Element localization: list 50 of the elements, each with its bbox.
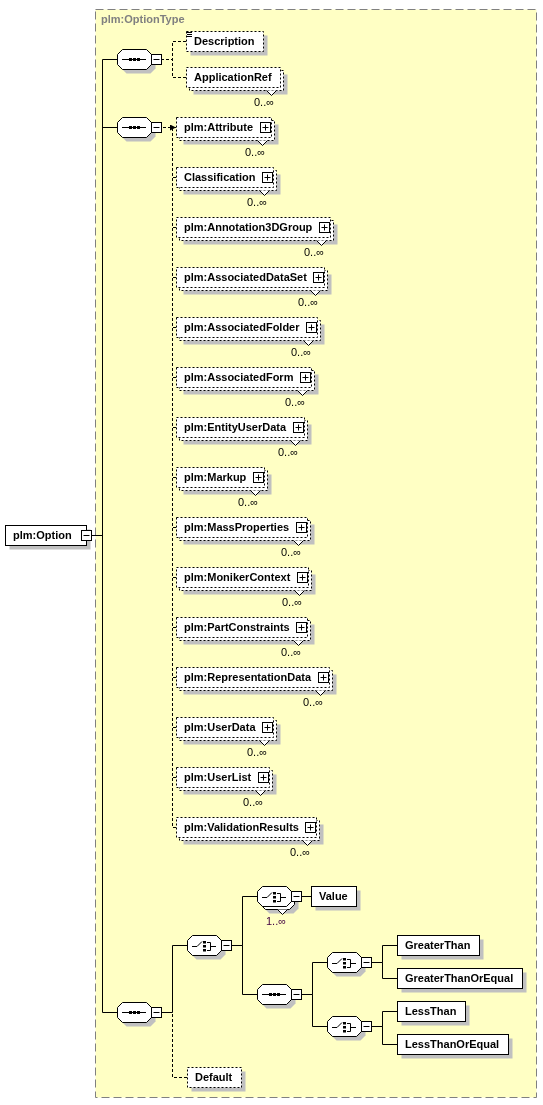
element-name: plm:UserData [184, 721, 256, 734]
element-name: plm:Option [13, 529, 72, 542]
element-name: LessThanOrEqual [405, 1038, 500, 1051]
multiplicity-label: 0..∞ [291, 346, 312, 358]
multiplicity-label: 0..∞ [247, 746, 268, 758]
multiplicity-label: 0..∞ [290, 846, 311, 858]
element-name: ApplicationRef [194, 71, 272, 84]
element-name: plm:PartConstraints [184, 621, 290, 634]
connector [301, 994, 328, 1027]
multiplicity-label: 0..∞ [245, 146, 266, 158]
element-name: plm:MassProperties [184, 521, 290, 534]
connector [161, 945, 188, 1013]
element-name: plm:ValidationResults [184, 821, 299, 834]
multiplicity-label: 0..∞ [281, 546, 302, 558]
multiplicity-label: 0..∞ [298, 296, 319, 308]
type-name: plm:OptionType [101, 12, 185, 26]
multiplicity-label: 0..∞ [282, 596, 303, 608]
element-name: plm:AssociatedDataSet [184, 271, 307, 284]
element-name: Classification [184, 171, 256, 184]
element-name: plm:Markup [184, 471, 247, 484]
multiplicity-label: 0..∞ [238, 496, 259, 508]
dashed-connector [161, 1012, 188, 1078]
element-name: plm:UserList [184, 771, 252, 784]
multiplicity-label: 0..∞ [254, 96, 275, 108]
element-name: Description [194, 35, 255, 48]
multiplicity-label: 0..∞ [247, 196, 268, 208]
element-name: plm:EntityUserData [184, 421, 287, 434]
dashed-connector [161, 59, 187, 78]
element-name: plm:MonikerContext [184, 571, 291, 584]
element-name: GreaterThanOrEqual [405, 972, 514, 985]
element-name: plm:RepresentationData [184, 671, 312, 684]
element-name: GreaterThan [405, 939, 471, 952]
multiplicity-label: 0..∞ [285, 396, 306, 408]
connector [371, 1026, 398, 1045]
multiplicity-label: 0..∞ [243, 796, 264, 808]
element-name: plm:AssociatedFolder [184, 321, 300, 334]
element-name: plm:Attribute [184, 121, 254, 134]
multiplicity-label: 0..∞ [303, 696, 324, 708]
multiplicity-label: 0..∞ [281, 646, 302, 658]
multiplicity-label: 0..∞ [278, 446, 299, 458]
element-name: Value [319, 890, 348, 903]
connector [371, 962, 398, 979]
multiplicity-label: 1..∞ [266, 915, 287, 927]
element-name: plm:AssociatedForm [184, 371, 294, 384]
element-name: plm:Annotation3DGroup [184, 221, 313, 234]
connector [301, 896, 312, 897]
connector [231, 945, 258, 995]
element-name: LessThan [405, 1005, 457, 1018]
element-name: Default [195, 1071, 233, 1084]
multiplicity-label: 0..∞ [304, 246, 325, 258]
